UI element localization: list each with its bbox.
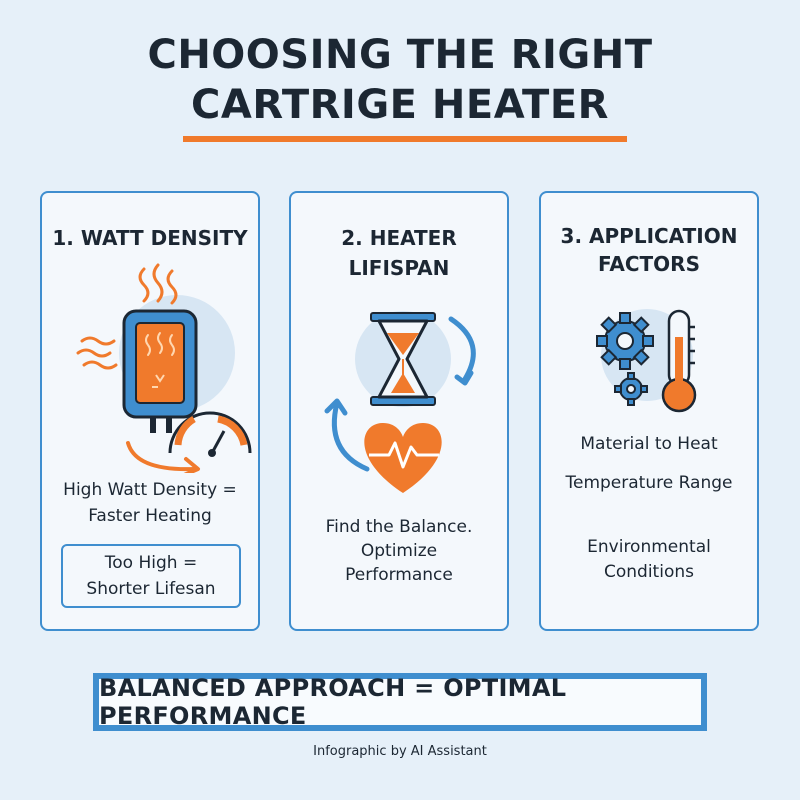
lifespan-text-3: Performance — [345, 565, 453, 585]
note-line-2: Shorter Lifesan — [86, 579, 216, 599]
thermometer-icon — [661, 309, 697, 413]
factor-item-temperature: Temperature Range — [565, 473, 733, 493]
card-heading-line-2: FACTORS — [598, 252, 700, 276]
warning-note-text: Too High = Shorter Lifesan — [86, 550, 215, 602]
lifespan-text-2: Optimize — [360, 541, 438, 561]
heart-pulse-icon — [364, 423, 442, 493]
note-line-1: Too High = — [104, 553, 198, 573]
heater-cartridge-icon — [76, 263, 252, 473]
heat-waves-icon — [76, 263, 178, 370]
factor-item-material: Material to Heat — [580, 434, 718, 454]
summary-banner-text: BALANCED APPROACH = OPTIMAL PERFORMANCE — [99, 674, 567, 730]
summary-banner: BALANCED APPROACH = OPTIMAL PERFORMANCE — [93, 673, 707, 731]
page-title: CHOOSING THE RIGHT CARTRIGE HEATER — [0, 30, 800, 130]
card-application-factors: 3. APPLICATION FACTORS — [539, 191, 759, 631]
card-heading-line-1: 3. APPLICATION — [560, 224, 738, 248]
watt-density-text-1: High Watt Density = — [63, 480, 237, 500]
title-line-1: CHOOSING THE RIGHT — [147, 32, 653, 78]
card-watt-density: 1. WATT DENSITY — [40, 191, 260, 631]
title-line-2: CARTRIGE HEATER — [191, 82, 609, 128]
watt-density-text-2: Faster Heating — [88, 506, 212, 526]
factor-item-environment-1: Environmental — [587, 537, 711, 557]
warning-note-box: Too High = Shorter Lifesan — [61, 544, 241, 608]
lifespan-text-1: Find the Balance. — [325, 517, 473, 537]
footer-credit: Infographic by AI Assistant — [313, 744, 487, 759]
title-underline — [183, 136, 627, 142]
hourglass-icon — [324, 311, 476, 493]
card-heading: 2. HEATER LIFISPAN — [341, 226, 457, 280]
gears-icon — [596, 309, 697, 413]
curved-arrow-icon — [126, 441, 196, 472]
gauge-icon — [168, 411, 252, 457]
factor-item-environment-2: Conditions — [604, 562, 694, 582]
card-heading: 1. WATT DENSITY — [52, 226, 248, 250]
card-heater-lifespan: 2. HEATER LIFISPAN Find the Balance. Opt… — [289, 191, 509, 631]
cycle-arrow-icon — [324, 316, 476, 472]
